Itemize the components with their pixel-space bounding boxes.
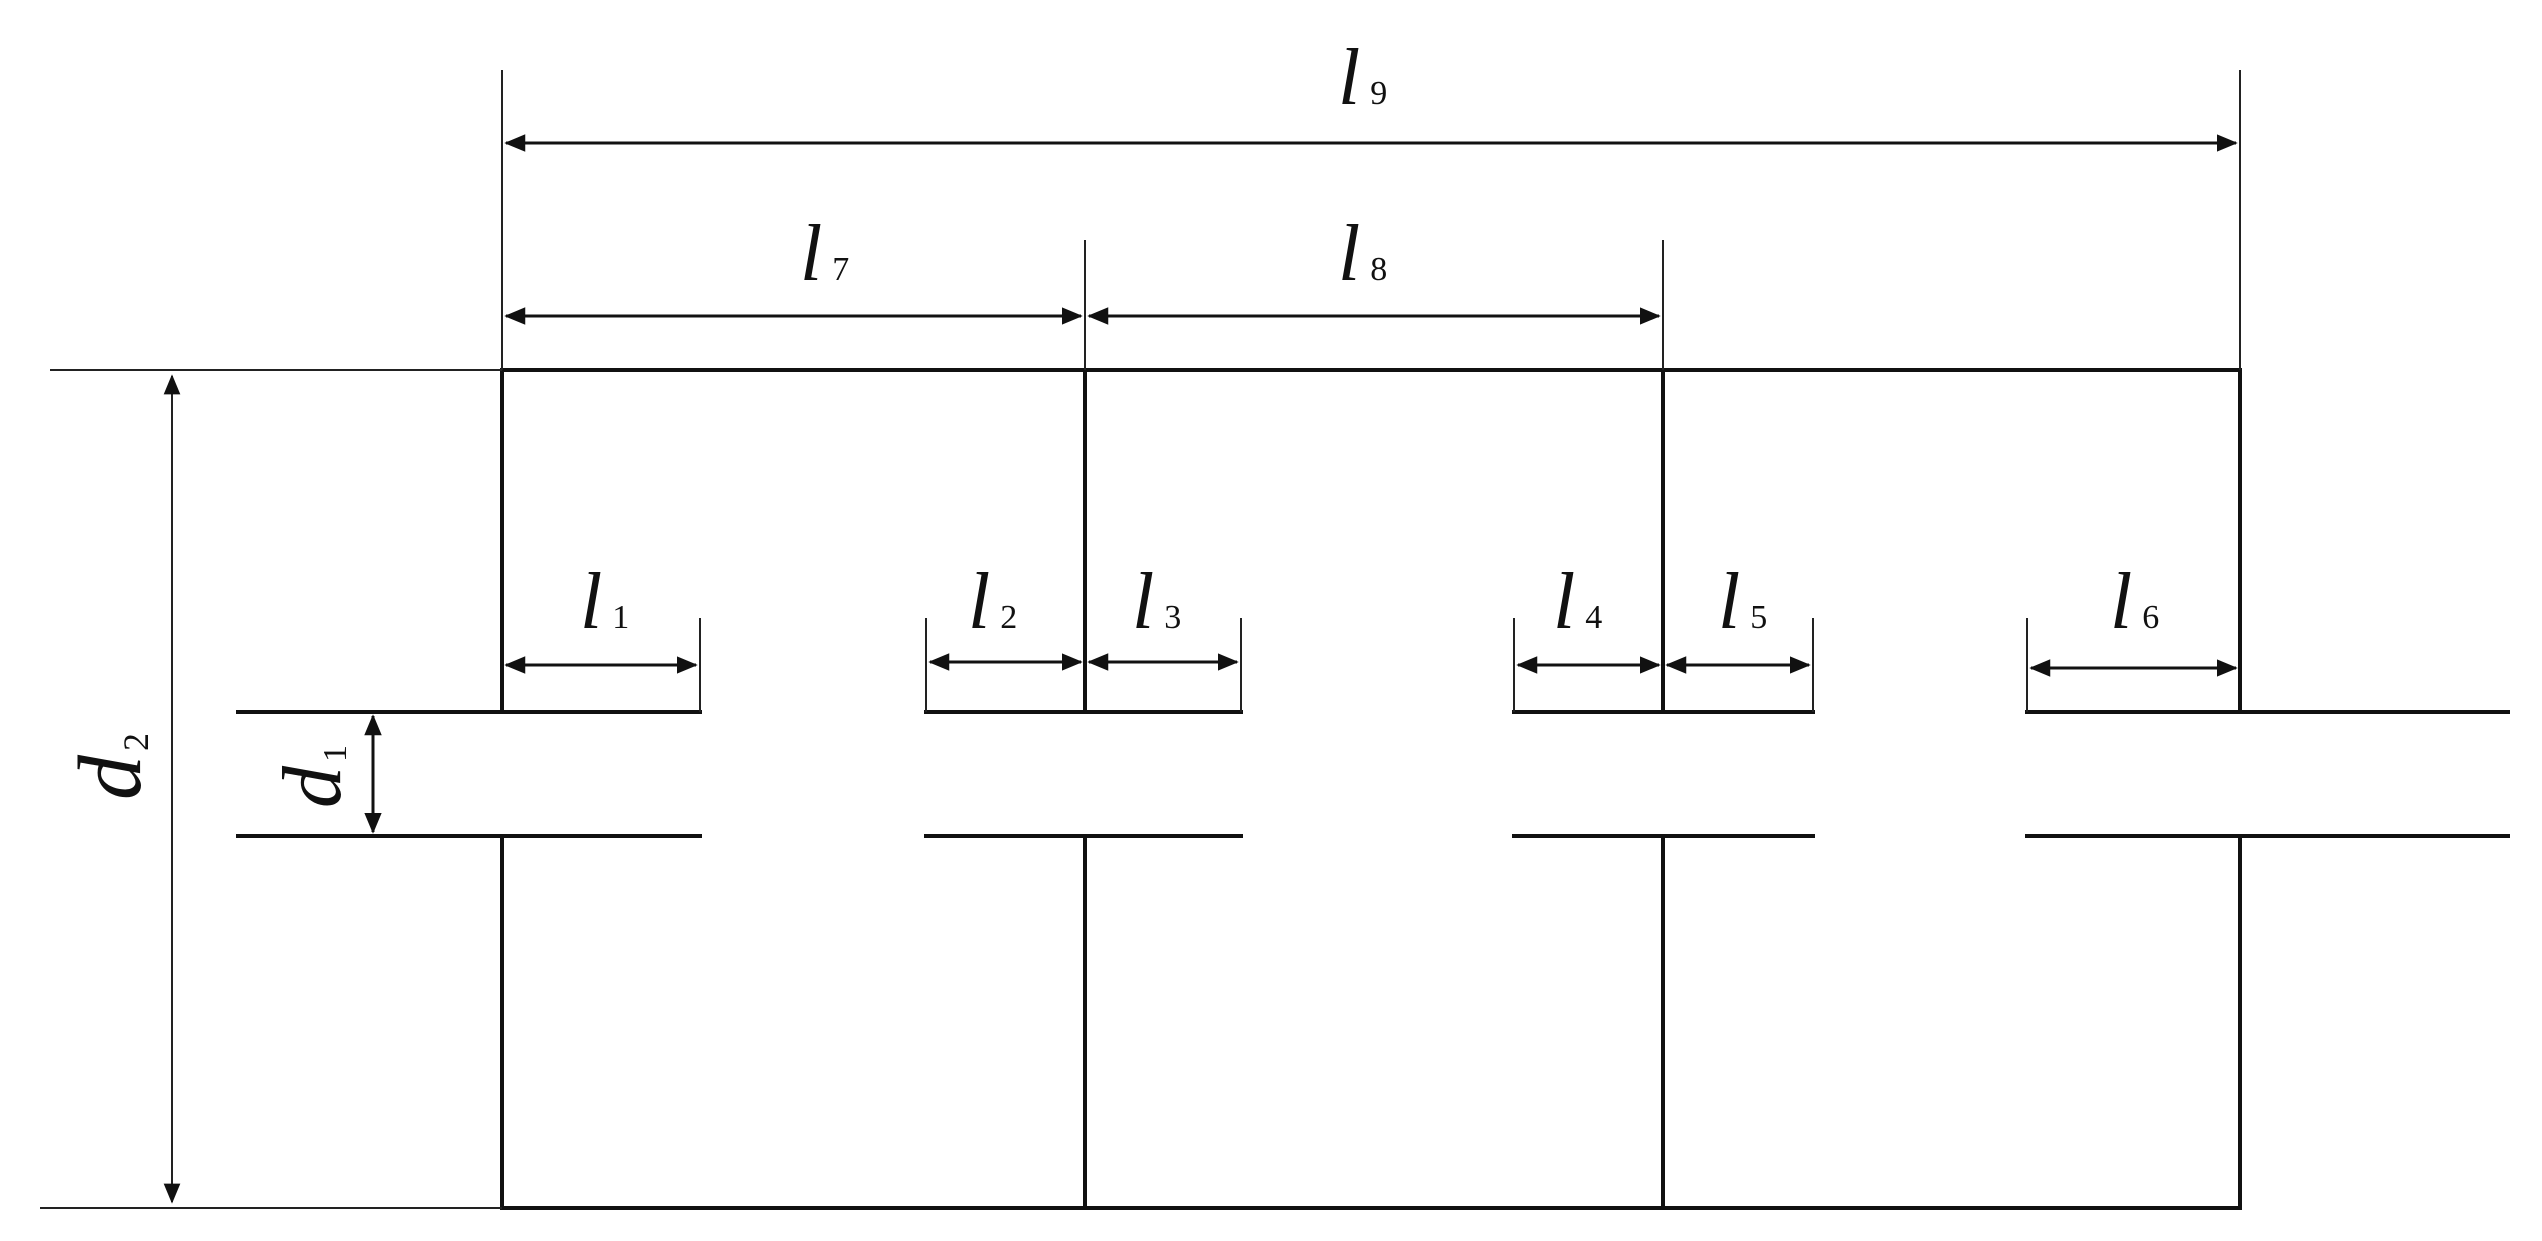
dimension-arrows [163,134,2238,1204]
label-d1: d1 [266,745,359,808]
central-duct [236,710,2510,838]
svg-text:d2: d2 [61,733,160,800]
svg-text:d1: d1 [266,745,359,808]
label-d2: d2 [61,733,160,800]
cavity-outline [500,368,2242,1210]
extension-lines [40,70,2241,1209]
